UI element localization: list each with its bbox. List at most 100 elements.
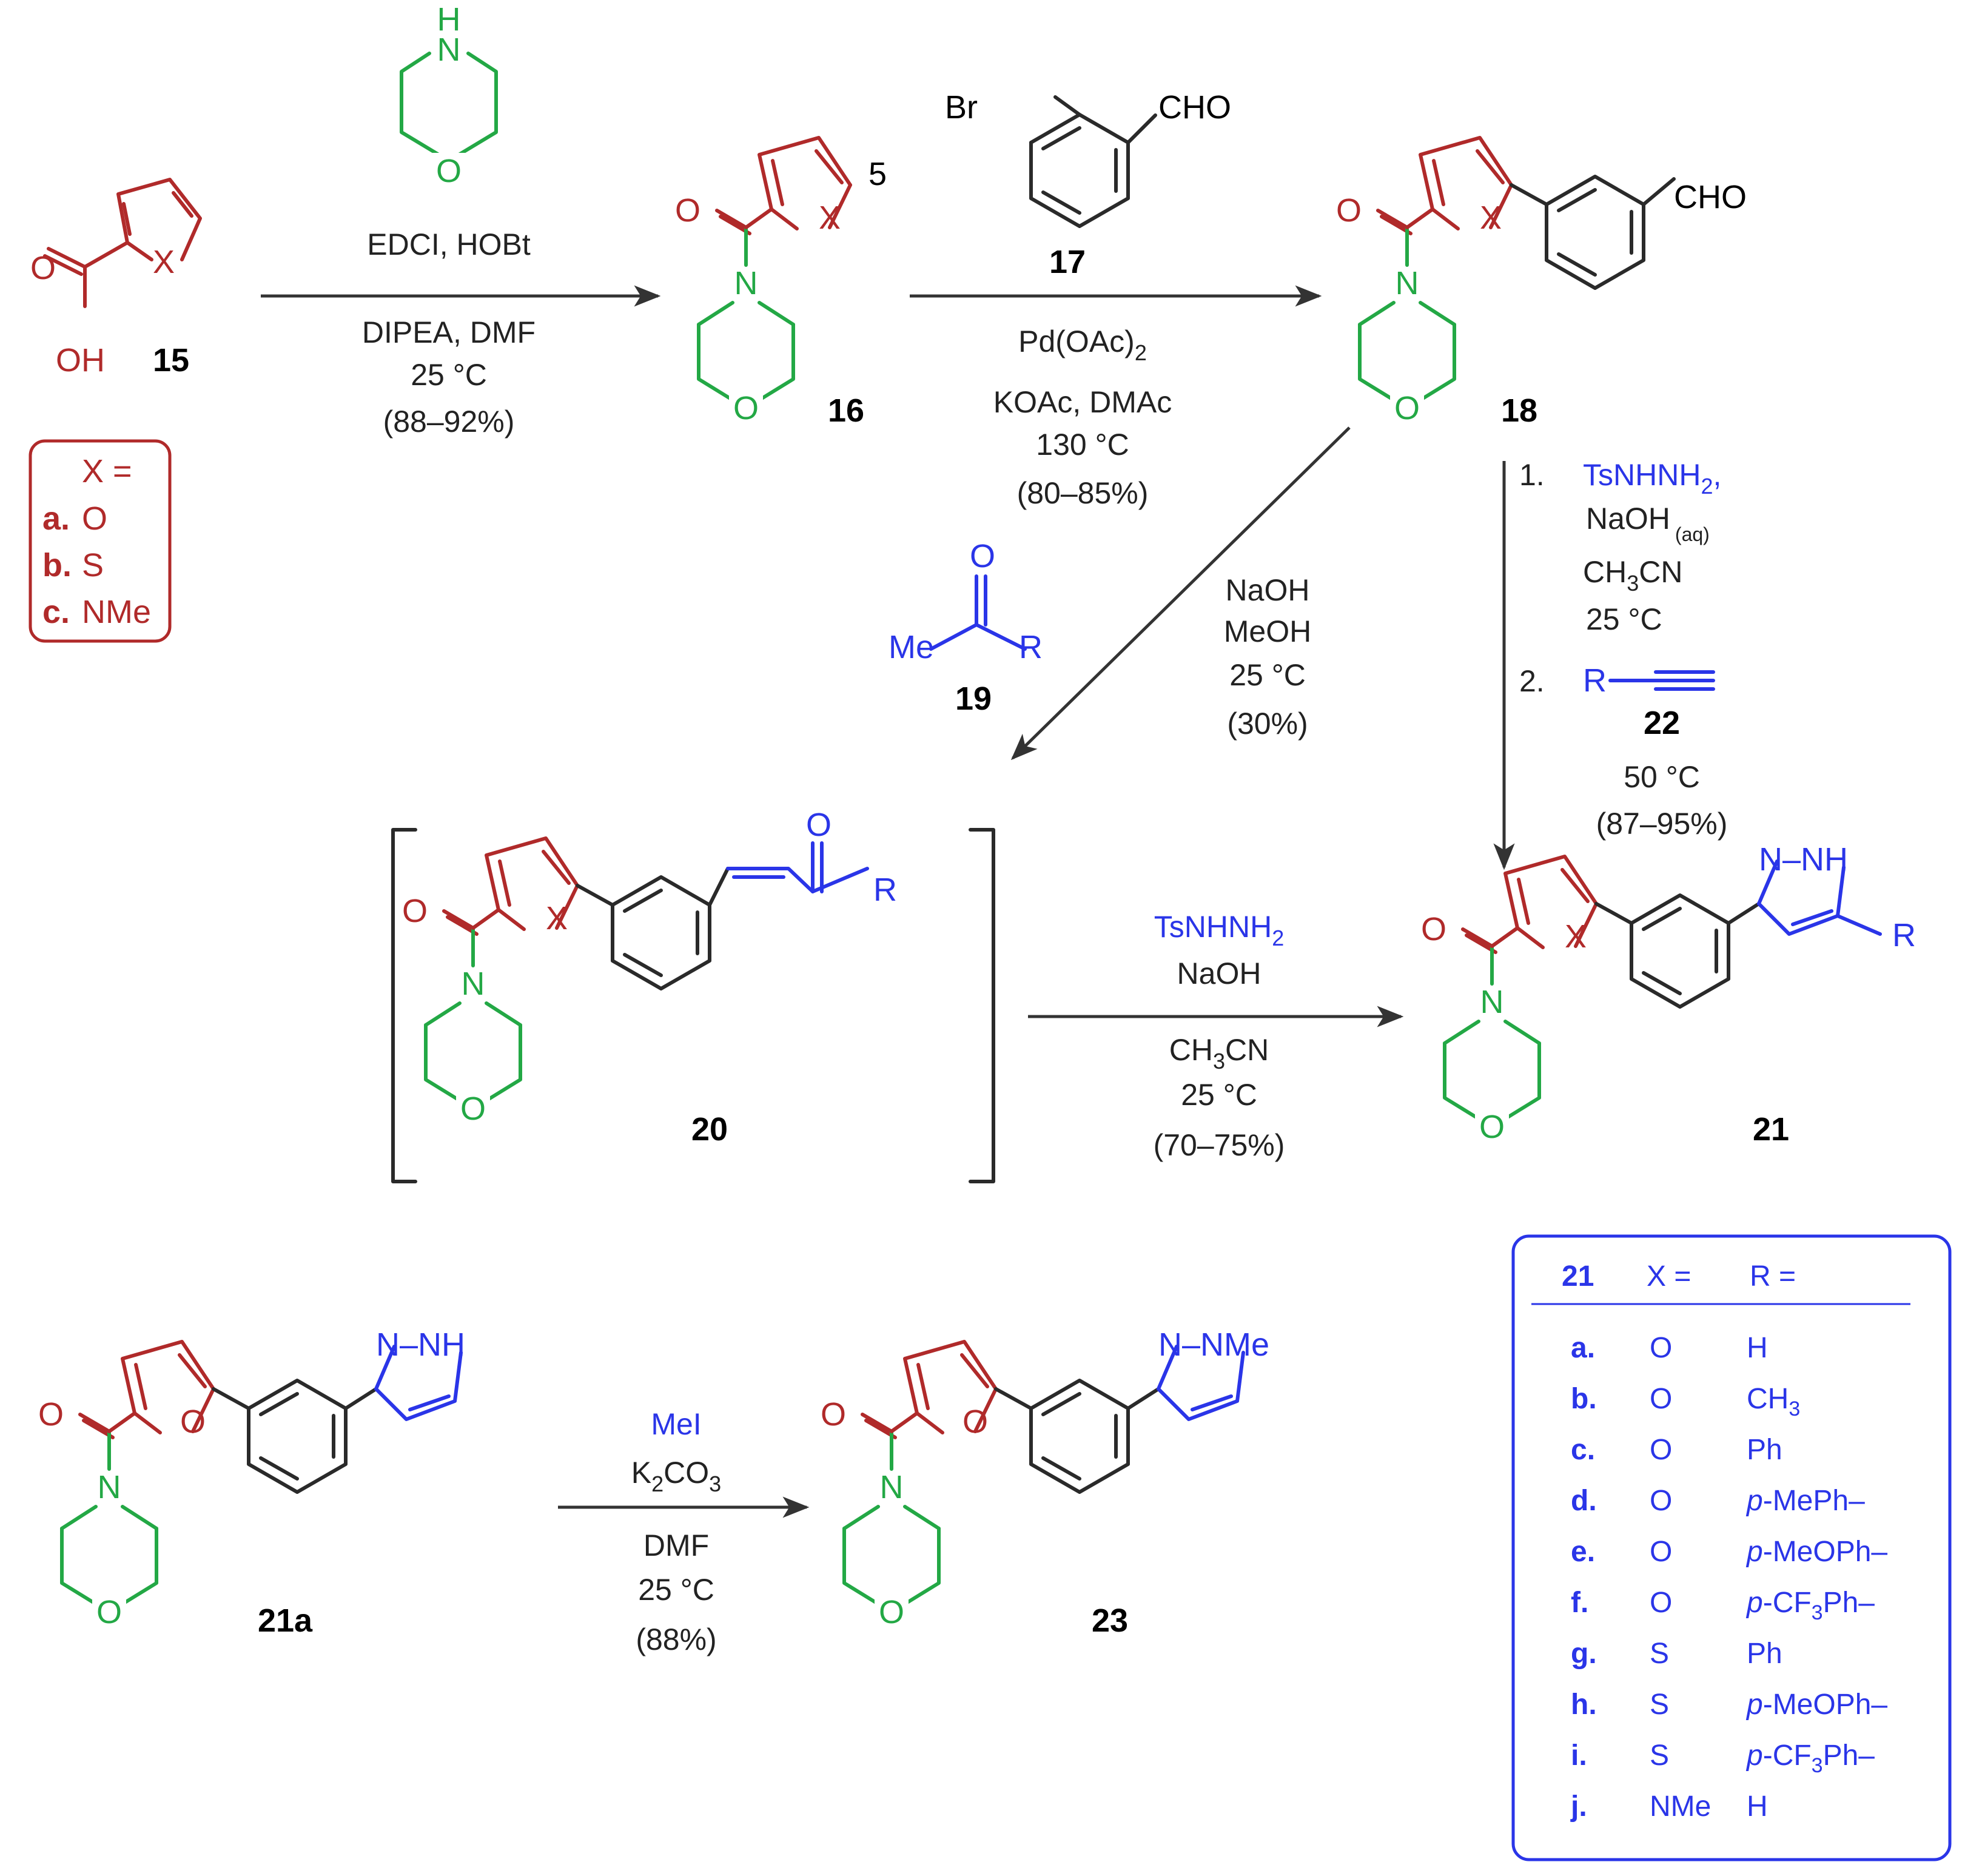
table-row-x: O <box>1650 1587 1672 1619</box>
svg-text:N: N <box>1396 265 1419 301</box>
svg-text:O: O <box>733 390 759 426</box>
compound-label-15: 15 <box>153 342 189 378</box>
svg-text:5: 5 <box>868 156 887 192</box>
svg-text:N–NH: N–NH <box>376 1326 465 1363</box>
r6-base: K2CO3 <box>631 1456 721 1496</box>
svg-text:O: O <box>96 1594 122 1630</box>
svg-text:R: R <box>1892 917 1916 953</box>
svg-text:N: N <box>880 1469 904 1505</box>
svg-text:O: O <box>821 1396 846 1433</box>
legend-val-c: NMe <box>82 594 151 630</box>
table-row-key: j. <box>1570 1790 1587 1823</box>
svg-text:O: O <box>879 1594 904 1630</box>
reaction-arrow-3: O Me R 19 NaOH MeOH 25 °C (30%) <box>889 426 1351 761</box>
table-row-x: O <box>1650 1434 1672 1466</box>
svg-text:X: X <box>1565 918 1587 955</box>
svg-text:N: N <box>462 966 485 1002</box>
compound-label-17: 17 <box>1049 244 1086 280</box>
svg-text:R: R <box>1583 662 1607 699</box>
legend-key-c: c. <box>42 594 70 630</box>
table-row-r: p-CF3Ph– <box>1745 1740 1875 1777</box>
svg-text:O: O <box>675 192 700 229</box>
svg-text:O: O <box>38 1396 64 1433</box>
svg-text:O: O <box>1336 192 1362 229</box>
svg-text:O: O <box>1479 1109 1505 1145</box>
compound-15: O OH X 15 <box>30 178 202 378</box>
r3-cond-3: 25 °C <box>1229 658 1306 692</box>
compound-label-23: 23 <box>1092 1602 1128 1639</box>
table-header-r: R = <box>1750 1260 1796 1293</box>
morpholine-reagent: H N O <box>400 1 498 189</box>
r6-reagent: MeI <box>651 1407 701 1441</box>
table-row-key: i. <box>1571 1740 1587 1772</box>
svg-text:N: N <box>98 1469 121 1505</box>
compound-label-22: 22 <box>1644 705 1680 741</box>
table-row-r: p-MePh– <box>1745 1485 1865 1517</box>
table-row-r: Ph <box>1747 1638 1782 1670</box>
table-row-r: p-MeOPh– <box>1745 1689 1887 1721</box>
compound-18: O N O X CHO 18 <box>1336 136 1747 429</box>
reagent-19-methylketone: O Me R 19 <box>889 538 1043 717</box>
compound-label-20: 20 <box>691 1111 728 1148</box>
compound-16: O N O X 5 16 <box>675 136 887 429</box>
svg-text:O: O <box>1421 911 1446 947</box>
r5-yield: (70–75%) <box>1154 1128 1285 1162</box>
compound-label-19: 19 <box>955 681 992 717</box>
table-row-key: d. <box>1571 1485 1597 1517</box>
svg-text:O: O <box>806 807 831 843</box>
table-row-x: S <box>1650 1638 1669 1670</box>
table-row-r: H <box>1747 1790 1768 1823</box>
svg-text:50 °C: 50 °C <box>1624 760 1700 794</box>
svg-text:CHO: CHO <box>1674 179 1747 215</box>
svg-text:25 °C: 25 °C <box>1586 602 1662 636</box>
table-row-key: g. <box>1571 1638 1597 1670</box>
svg-text:N–NMe: N–NMe <box>1158 1326 1269 1363</box>
compound-label-16: 16 <box>828 392 864 429</box>
svg-text:R: R <box>1019 629 1043 665</box>
table-header-x: X = <box>1647 1260 1691 1293</box>
reagent-22-alkyne: R 22 <box>1583 662 1715 741</box>
table-row-x: O <box>1650 1332 1672 1364</box>
svg-text:Me: Me <box>889 629 934 665</box>
svg-text:25 °C: 25 °C <box>1181 1078 1257 1112</box>
atom-OH: OH <box>56 342 105 378</box>
svg-text:X: X <box>1480 200 1502 236</box>
r5-reagent: TsNHNH2 <box>1154 910 1284 950</box>
pyrazole-ring: N–NH R <box>1757 841 1916 953</box>
r4-yield: (87–95%) <box>1596 807 1728 841</box>
atom-H: H <box>437 1 461 38</box>
compound-21a: O N O O N–NH 21a <box>38 1326 465 1639</box>
table-row-r: H <box>1747 1332 1768 1364</box>
table-row-x: O <box>1650 1536 1672 1568</box>
legend-val-a: O <box>82 500 107 537</box>
table-row-x: NMe <box>1650 1790 1711 1823</box>
table-row-x: S <box>1650 1689 1669 1721</box>
svg-text:DMF: DMF <box>643 1528 709 1562</box>
compound-label-21: 21 <box>1753 1111 1789 1148</box>
r6-yield: (88%) <box>636 1622 716 1656</box>
r2-yield: (80–85%) <box>1017 476 1149 510</box>
svg-text:O: O <box>1394 390 1420 426</box>
svg-text:O: O <box>180 1404 206 1440</box>
svg-text:O: O <box>402 893 428 929</box>
r4-reagent: TsNHNH2, <box>1583 458 1721 499</box>
svg-text:O: O <box>970 538 995 574</box>
r1-yield: (88–92%) <box>383 405 515 439</box>
svg-text:CH3CN: CH3CN <box>1583 555 1682 596</box>
svg-text:CHO: CHO <box>1158 89 1231 126</box>
table-row-x: O <box>1650 1383 1672 1415</box>
legend-key-a: a. <box>42 500 70 537</box>
compound-label-21a: 21a <box>258 1602 313 1639</box>
svg-text:X: X <box>546 900 568 936</box>
reagent-17-bromobenzaldehyde: Br CHO 17 <box>945 89 1231 280</box>
table-row-r: p-CF3Ph– <box>1745 1587 1875 1624</box>
r1-cond-1: DIPEA, DMF <box>362 315 536 349</box>
r3-yield: (30%) <box>1227 707 1308 741</box>
svg-text:1.: 1. <box>1519 458 1545 492</box>
legend-title: X = <box>82 453 132 489</box>
table-row-r: CH3 <box>1747 1383 1800 1420</box>
r3-cond-2: MeOH <box>1224 614 1311 648</box>
table-row-x: S <box>1650 1740 1669 1772</box>
reaction-arrow-1: H N O EDCI, HOBt DIPEA, DMF 25 °C (88–92… <box>261 1 661 439</box>
